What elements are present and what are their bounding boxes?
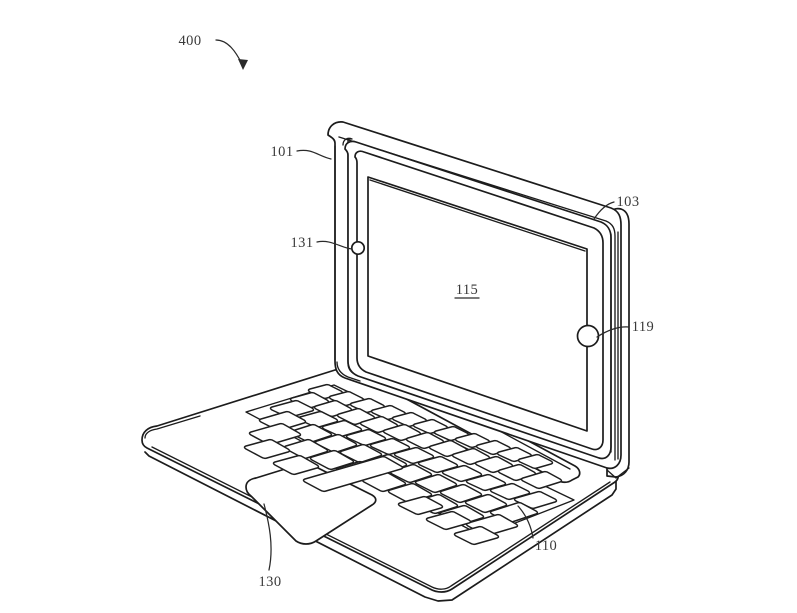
- callout-119-label: 119: [632, 319, 654, 335]
- callout-101: 101: [271, 144, 332, 160]
- callout-131-leader: [316, 240, 353, 250]
- base-front-lip-seam: [151, 446, 611, 590]
- home-button[interactable]: [576, 324, 600, 348]
- callout-130-leader: [263, 503, 272, 571]
- case-inner-bevel-top: [338, 136, 616, 461]
- reference-numeral-layer: 400 101 103 131 115: [179, 33, 654, 590]
- key-row-6: [243, 438, 500, 546]
- callout-400-label: 400: [179, 33, 202, 49]
- key-row-2: [289, 391, 563, 490]
- callout-130: 130: [259, 503, 282, 590]
- keyboard-key-array[interactable]: [243, 383, 575, 546]
- callout-400: 400: [179, 33, 248, 70]
- base-bottom-edge: [144, 451, 617, 602]
- callout-103: 103: [593, 194, 640, 220]
- callout-119-leader: [596, 326, 630, 338]
- callout-400-arrowhead: [238, 59, 248, 70]
- key-row-3: [269, 399, 558, 510]
- display-screen: [367, 176, 588, 432]
- callout-130-label: 130: [259, 574, 282, 590]
- callout-110: 110: [517, 505, 557, 554]
- callout-110-leader: [517, 505, 534, 539]
- display-assembly: [327, 121, 630, 479]
- screen-inner-highlight: [369, 179, 586, 252]
- callout-103-leader: [593, 201, 615, 220]
- callout-115-label: 115: [456, 282, 478, 298]
- case-rear-foot: [606, 467, 630, 479]
- tablet-bezel: [354, 150, 604, 451]
- callout-101-leader: [296, 149, 332, 160]
- callout-115: 115: [454, 282, 480, 299]
- camera-icon: [350, 240, 366, 256]
- callout-119: 119: [596, 319, 654, 338]
- callout-400-leader: [215, 39, 243, 65]
- callout-110-label: 110: [535, 538, 557, 554]
- key-row-1: [307, 383, 554, 470]
- callout-101-label: 101: [271, 144, 294, 160]
- callout-103-label: 103: [617, 194, 640, 210]
- callout-131-label: 131: [291, 235, 314, 251]
- base-left-corner-accent: [144, 415, 201, 439]
- callout-131: 131: [291, 235, 353, 251]
- case-bottom-left-joint: [336, 361, 361, 382]
